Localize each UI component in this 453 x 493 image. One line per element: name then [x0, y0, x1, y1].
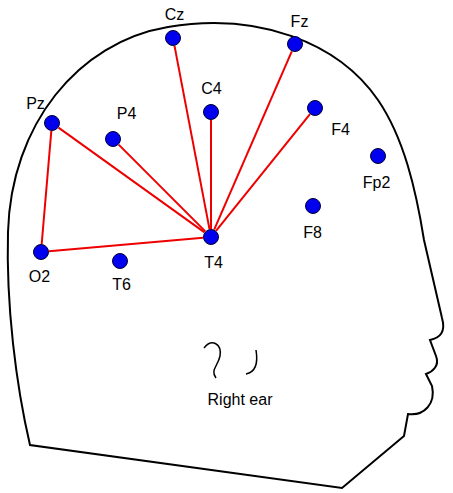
- electrode-label: Fp2: [363, 175, 391, 191]
- ear-label: Right ear: [208, 391, 273, 409]
- electrode-dot: F4: [307, 100, 323, 116]
- electrode-label: P4: [117, 106, 137, 122]
- electrode-label: C4: [201, 81, 221, 97]
- connection-line: [49, 238, 203, 252]
- electrode-label: F8: [303, 225, 322, 241]
- electrode-label: Fz: [291, 14, 309, 30]
- electrode-dot: T4: [203, 229, 219, 245]
- connection-line: [42, 131, 52, 244]
- electrode-dot: O2: [33, 244, 49, 260]
- electrode-label: F4: [331, 122, 350, 138]
- electrode-dot: T6: [112, 253, 128, 269]
- electrode-label: Cz: [165, 7, 185, 23]
- electrode-dot: Fz: [287, 36, 303, 52]
- electrode-dot: Fp2: [370, 148, 386, 164]
- head-silhouette: [8, 23, 444, 488]
- connection-line: [175, 46, 210, 229]
- electrode-label: Pz: [26, 96, 45, 112]
- electrode-dot: Pz: [44, 115, 60, 131]
- electrode-label: T4: [204, 255, 223, 271]
- electrode-label: T6: [112, 277, 131, 293]
- electrode-dot: P4: [105, 131, 121, 147]
- connection-line: [59, 128, 205, 233]
- electrode-dot: F8: [305, 198, 321, 214]
- ear-symbol: [204, 343, 257, 378]
- connection-line: [119, 145, 206, 232]
- connection-line: [210, 120, 212, 229]
- electrode-dot: Cz: [165, 30, 181, 46]
- electrode-dot: C4: [203, 104, 219, 120]
- electrode-label: O2: [29, 269, 50, 285]
- connection-line: [214, 51, 292, 229]
- connection-line: [216, 114, 310, 231]
